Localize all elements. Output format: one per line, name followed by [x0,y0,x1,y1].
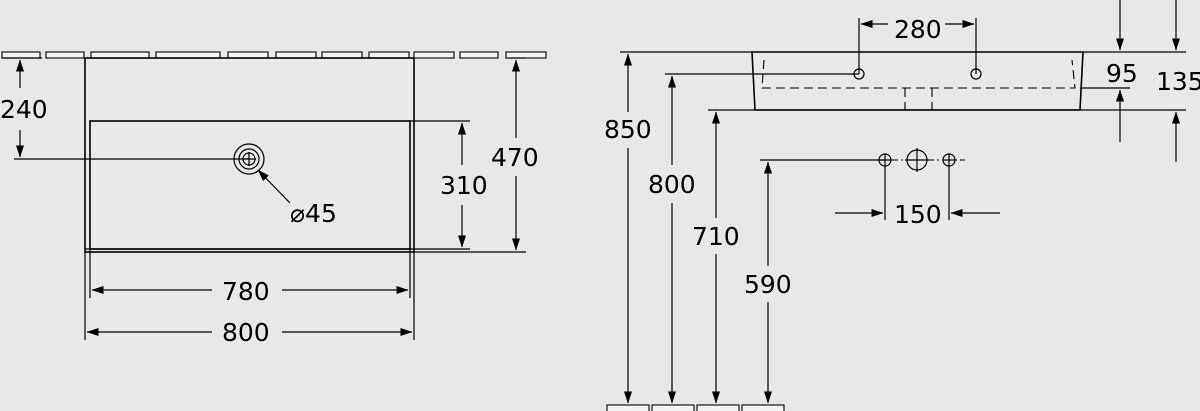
dim-tap-hole-spacing: 280 [894,15,942,44]
dim-top-edge-height: 850 [604,115,652,144]
wall-strip-top [1,51,547,59]
dim-wall-to-drain: 240 [0,95,48,124]
dim-overall-width: 800 [222,318,270,347]
dim-tap-hole-height: 800 [648,170,696,199]
basin-outline-top [84,57,415,253]
dim-basin-height: 95 [1106,59,1138,88]
dim-bowl-width: 780 [222,277,270,306]
dim-underside-height: 710 [692,222,740,251]
connection-right-icon [942,153,956,167]
drain-connection-icon [905,148,929,172]
dim-overall-depth: 470 [491,143,539,172]
top-view: 240 310 470 ⌀45 780 800 [0,51,547,347]
front-view: 280 95 135 850 800 710 590 [604,0,1200,411]
dim-drain-diameter: ⌀45 [290,199,337,228]
floor-strip [606,404,785,411]
connection-left-icon [878,153,892,167]
dim-front-height: 135 [1156,67,1200,96]
bowl-outline-top [89,120,411,250]
dim-connection-spacing: 150 [894,200,942,229]
dim-bowl-depth: 310 [440,171,488,200]
basin-outline-front [751,51,1084,111]
dim-connection-height: 590 [744,270,792,299]
